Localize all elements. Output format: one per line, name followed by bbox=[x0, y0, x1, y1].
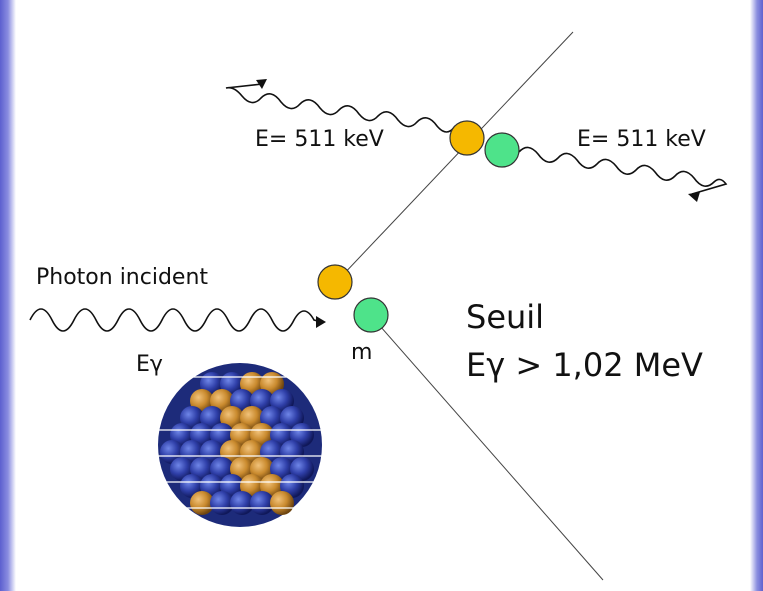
electron-lower bbox=[353, 297, 389, 333]
electron-upper bbox=[484, 132, 520, 168]
incident-photon-wave bbox=[29, 308, 323, 332]
nucleon bbox=[230, 491, 254, 515]
photon-wave-right bbox=[518, 146, 728, 195]
e-gamma-label: Eγ bbox=[136, 352, 163, 377]
nucleon bbox=[210, 491, 234, 515]
trajectory-line-upper bbox=[339, 31, 574, 279]
nucleon bbox=[250, 491, 274, 515]
threshold-title: Seuil bbox=[466, 298, 545, 336]
threshold-value: Eγ > 1,02 MeV bbox=[466, 346, 703, 384]
incident-photon-label: Photon incident bbox=[36, 265, 209, 290]
nucleon bbox=[270, 491, 294, 515]
energy-label-left: E= 511 keV bbox=[255, 127, 384, 152]
trajectory-line-lower bbox=[372, 317, 604, 581]
photon-left-arrowhead bbox=[256, 79, 267, 89]
photon-right-arrowhead bbox=[688, 192, 700, 202]
particle-m-label: m bbox=[351, 340, 373, 365]
nucleon bbox=[190, 491, 214, 515]
photon-wave-left bbox=[225, 83, 456, 133]
incident-photon-arrowhead bbox=[316, 316, 326, 328]
nucleus-icon bbox=[158, 363, 324, 527]
positron-upper bbox=[449, 120, 485, 156]
positron-lower bbox=[317, 264, 353, 300]
energy-label-right: E= 511 keV bbox=[577, 127, 706, 152]
